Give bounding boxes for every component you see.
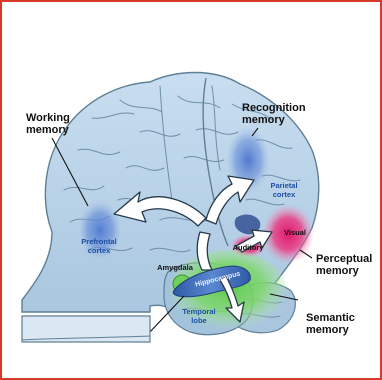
parietal-line-2: cortex bbox=[262, 191, 306, 200]
amygdala-label: Amygdala bbox=[152, 264, 198, 273]
visual-label: Visual bbox=[280, 229, 310, 238]
temporal-line-2: lobe bbox=[174, 317, 224, 326]
recognition-memory-line-1: Recognition bbox=[242, 102, 306, 114]
perceptual-memory-line-2: memory bbox=[316, 265, 372, 277]
semantic-memory-label: Semantic memory bbox=[306, 312, 355, 336]
auditory-label: Auditory bbox=[228, 244, 268, 253]
working-memory-line-2: memory bbox=[26, 124, 70, 136]
semantic-memory-line-1: Semantic bbox=[306, 312, 355, 324]
working-memory-label: Working memory bbox=[26, 112, 70, 136]
semantic-memory-line-2: memory bbox=[306, 324, 355, 336]
temporal-lobe-label: Temporal lobe bbox=[174, 308, 224, 325]
perceptual-memory-label: Perceptual memory bbox=[316, 253, 372, 277]
perceptual-memory-line-1: Perceptual bbox=[316, 253, 372, 265]
recognition-memory-line-2: memory bbox=[242, 114, 306, 126]
working-memory-line-1: Working bbox=[26, 112, 70, 124]
prefrontal-line-2: cortex bbox=[74, 247, 124, 256]
prefrontal-cortex-label: Prefrontal cortex bbox=[74, 238, 124, 255]
parietal-cortex-label: Parietal cortex bbox=[262, 182, 306, 199]
recognition-memory-label: Recognition memory bbox=[242, 102, 306, 126]
